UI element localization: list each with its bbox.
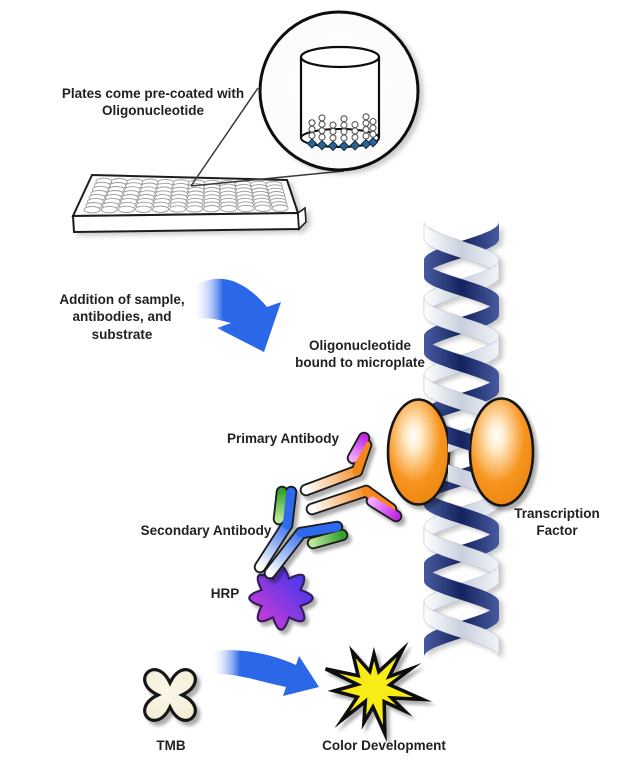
transcription-factor-right (468, 397, 535, 507)
oligo-bound-label: Oligonucleotide bound to microplate (295, 337, 425, 372)
secondary-antibody-label: Secondary Antibody (141, 522, 272, 539)
label-line: substrate (91, 326, 153, 342)
primary-antibody-shape (299, 431, 403, 523)
addition-label: Addition of sample, antibodies, and subs… (59, 291, 184, 343)
tmb-label: TMB (156, 737, 185, 754)
secondary-antibody-shape (253, 485, 349, 580)
dna-helix-center (448, 394, 470, 511)
hrp-enzyme-blob (248, 565, 314, 631)
label-line: Color Development (322, 738, 446, 753)
label-line: antibodies, and (72, 309, 172, 325)
magnifier-circle (258, 10, 420, 172)
microplate (71, 173, 307, 234)
magnifier-cone-line (190, 170, 345, 187)
addition-arrow-icon (194, 278, 281, 352)
hrp-label: HRP (211, 585, 240, 602)
transcription-factor (386, 397, 535, 507)
label-line: bound to microplate (295, 355, 425, 371)
label-line: HRP (210, 586, 240, 601)
label-line: Factor (536, 523, 578, 539)
oligo-strands (306, 113, 379, 152)
label-line: Secondary Antibody (140, 523, 272, 538)
development-arrow-icon (213, 650, 319, 696)
plate-wells-grid (83, 177, 289, 214)
transcription-factor-left (386, 398, 451, 506)
label-line: Oligonucleotide (308, 338, 411, 353)
label-line: Plates come pre-coated with (61, 86, 245, 101)
transcription-factor-label: Transcription Factor (514, 505, 600, 540)
color-burst-shape (324, 641, 433, 743)
tmb-substrate-shape (143, 668, 197, 722)
magnifier-cone-line (190, 87, 259, 187)
label-line: Transcription (514, 506, 600, 521)
label-line: TMB (156, 738, 186, 753)
plate-precoat-label: Plates come pre-coated with Oligonucleot… (62, 85, 244, 120)
label-line: Oligonucleotide (101, 103, 204, 119)
primary-antibody-label: Primary Antibody (227, 430, 339, 447)
label-line: Addition of sample, (59, 292, 185, 307)
color-development-label: Color Development (322, 737, 446, 754)
label-line: Primary Antibody (226, 431, 340, 446)
